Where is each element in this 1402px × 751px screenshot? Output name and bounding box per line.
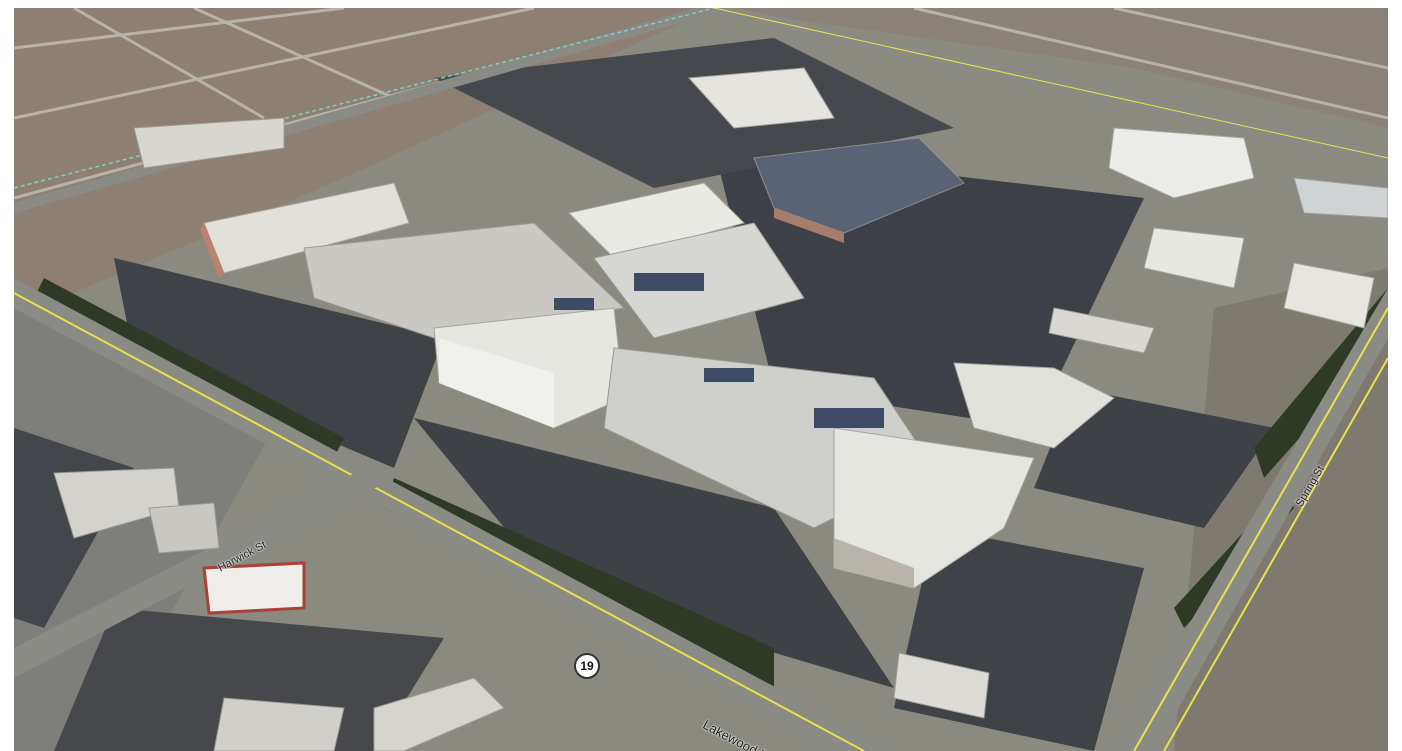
- aerial-map-view[interactable]: Lakewood Bl Harwick St Spring St 19: [14, 8, 1388, 751]
- parking-lot-west: [114, 258, 444, 468]
- mall-buildings: [53, 67, 1388, 751]
- road-lakewood: [14, 278, 894, 751]
- aerial-scene: [14, 8, 1388, 751]
- solar-panels: [554, 273, 884, 428]
- parking-lot-southwest: [54, 608, 444, 751]
- parking-lot-east: [1034, 388, 1274, 528]
- residential-area-ne: [714, 8, 1388, 128]
- route-19-shield-icon: 19: [574, 653, 600, 679]
- parking-lot-south: [414, 418, 894, 688]
- road-east: [1114, 288, 1388, 751]
